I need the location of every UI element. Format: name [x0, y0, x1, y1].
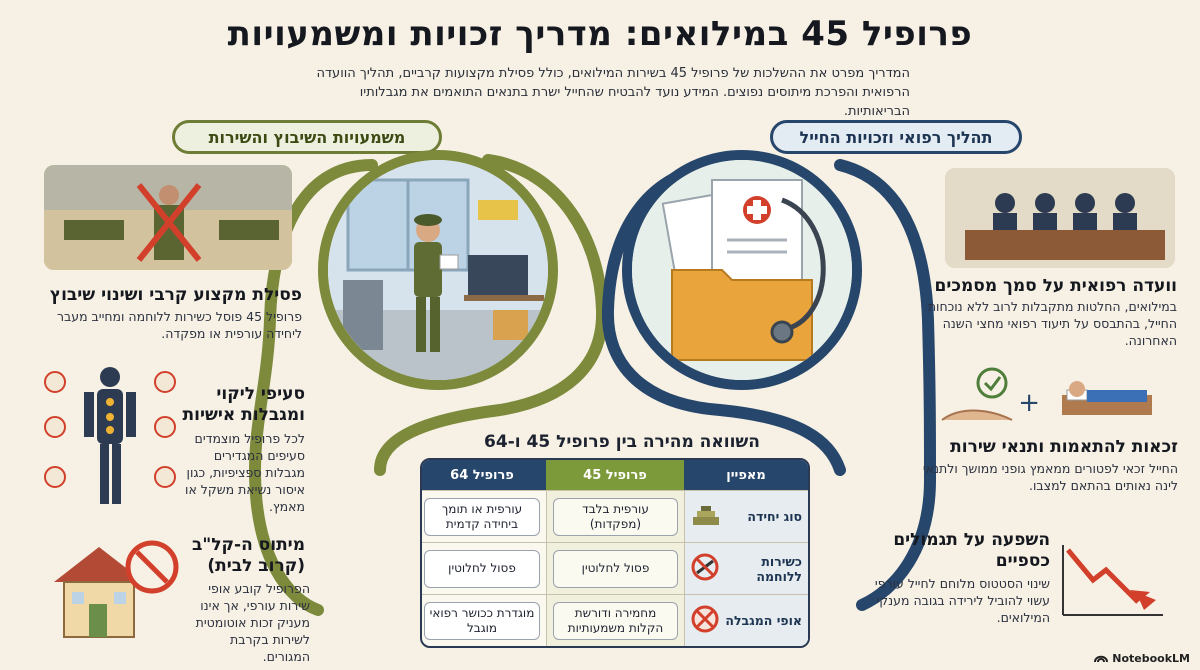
section-body-kalab-myth: הפרופיל קובע אופי שירות עורפי, אך אינו מ… [195, 581, 310, 664]
cell-profile45-combat-fitness: פסול לחלוטין [553, 549, 678, 588]
cell-profile45-unit-type: עורפית בלבד (מפקדות) [553, 497, 678, 536]
column-header-profile-64: פרופיל 64 [422, 460, 546, 490]
table-cell: פסול לחלוטין [422, 542, 546, 594]
cell-profile64-combat-fitness: פסול לחלוטין [424, 549, 540, 588]
section-title-combat-disqualification: פסילת מקצוע קרבי ושינוי שיבוץ [49, 285, 302, 305]
rest-accommodation-icons: + [922, 365, 1162, 435]
table-cell: עורפית או תומך ביחידה קדמית [422, 490, 546, 542]
cell-profile45-limitation-nature: מחמירה ודורשת הקלות משמעותיות [553, 601, 678, 640]
body-limitations-diagram [40, 362, 180, 512]
table-row-label: כשירות ללוחמה [684, 542, 808, 594]
medical-committee-image [945, 168, 1175, 268]
medical-file-illustration [622, 150, 862, 390]
comparison-table: מאפיין פרופיל 45 פרופיל 64 סוג יחידה עור… [420, 458, 810, 648]
section-title-medical-committee: וועדה רפואית על סמך מסמכים [934, 276, 1178, 296]
cell-profile64-unit-type: עורפית או תומך ביחידה קדמית [424, 497, 540, 536]
row-label-combat-fitness: כשירות ללוחמה [756, 553, 802, 584]
row-label-unit-type: סוג יחידה [747, 509, 802, 524]
section-body-financial-impact: שינוי הסטטוס מלוחם לחייל עורפי עשוי להוב… [874, 576, 1050, 625]
declining-graph-icon [1058, 540, 1168, 620]
column-header-profile-45: פרופיל 45 [546, 460, 684, 490]
table-cell: עורפית בלבד (מפקדות) [546, 490, 684, 542]
section-body-combat-disqualification: פרופיל 45 פוסל כשירות ללוחמה ומחייב מעבר… [56, 309, 302, 341]
table-row-label: אופי המגבלה [684, 594, 808, 646]
banner-medical-process: תהליך רפואי וזכויות החייל [770, 120, 1022, 154]
table-row-label: סוג יחידה [684, 490, 808, 542]
svg-text:+: + [1018, 388, 1040, 418]
house-no-sign-image [44, 532, 184, 642]
table-cell: מוגדרת ככושר רפואי מוגבל [422, 594, 546, 646]
no-rifle-icon [691, 553, 719, 585]
section-body-impairment-clauses: לכל פרופיל מוצמדים סעיפים המגדירים מגבלו… [185, 431, 305, 514]
table-cell: מחמירה ודורשת הקלות משמעותיות [546, 594, 684, 646]
combat-disqualified-image [44, 165, 292, 270]
section-title-financial-impact: השפעה על תגמולים כספיים [893, 530, 1050, 571]
page-title: פרופיל 45 במילואים: מדריך זכויות ומשמעוי… [227, 14, 973, 54]
notebooklm-logo: NotebookLM [1094, 651, 1190, 666]
column-header-attribute: מאפיין [684, 460, 808, 490]
branding-label: NotebookLM [1112, 652, 1190, 665]
section-body-medical-committee: במילואים, החלטות מתקבלות לרוב ללא נוכחות… [927, 299, 1177, 348]
table-cell: פסול לחלוטין [546, 542, 684, 594]
no-sign-icon [691, 605, 719, 637]
bunker-icon [691, 503, 721, 531]
cell-profile64-limitation-nature: מוגדרת ככושר רפואי מוגבל [424, 601, 540, 640]
section-title-impairment-clauses: סעיפי ליקוי ומגבלות אישיות [182, 384, 305, 425]
section-title-accommodations: זכאות להתאמות ותנאי שירות [950, 437, 1178, 457]
section-body-accommodations: החייל זכאי לפטורים ממאמץ גופני ממושך ולת… [922, 461, 1178, 493]
intro-paragraph: המדריך מפרט את ההשלכות של פרופיל 45 בשיר… [316, 66, 910, 119]
notebooklm-icon [1094, 651, 1109, 666]
banner-placement-meaning: משמעויות השיבוץ והשירות [172, 120, 442, 154]
office-soldier-illustration [318, 150, 558, 390]
section-title-kalab-myth: מיתוס ה-קל"ב (קרוב לבית) [192, 535, 305, 576]
row-label-limitation-nature: אופי המגבלה [725, 613, 802, 628]
comparison-title: השוואה מהירה בין פרופיל 45 ו-64 [484, 432, 760, 452]
